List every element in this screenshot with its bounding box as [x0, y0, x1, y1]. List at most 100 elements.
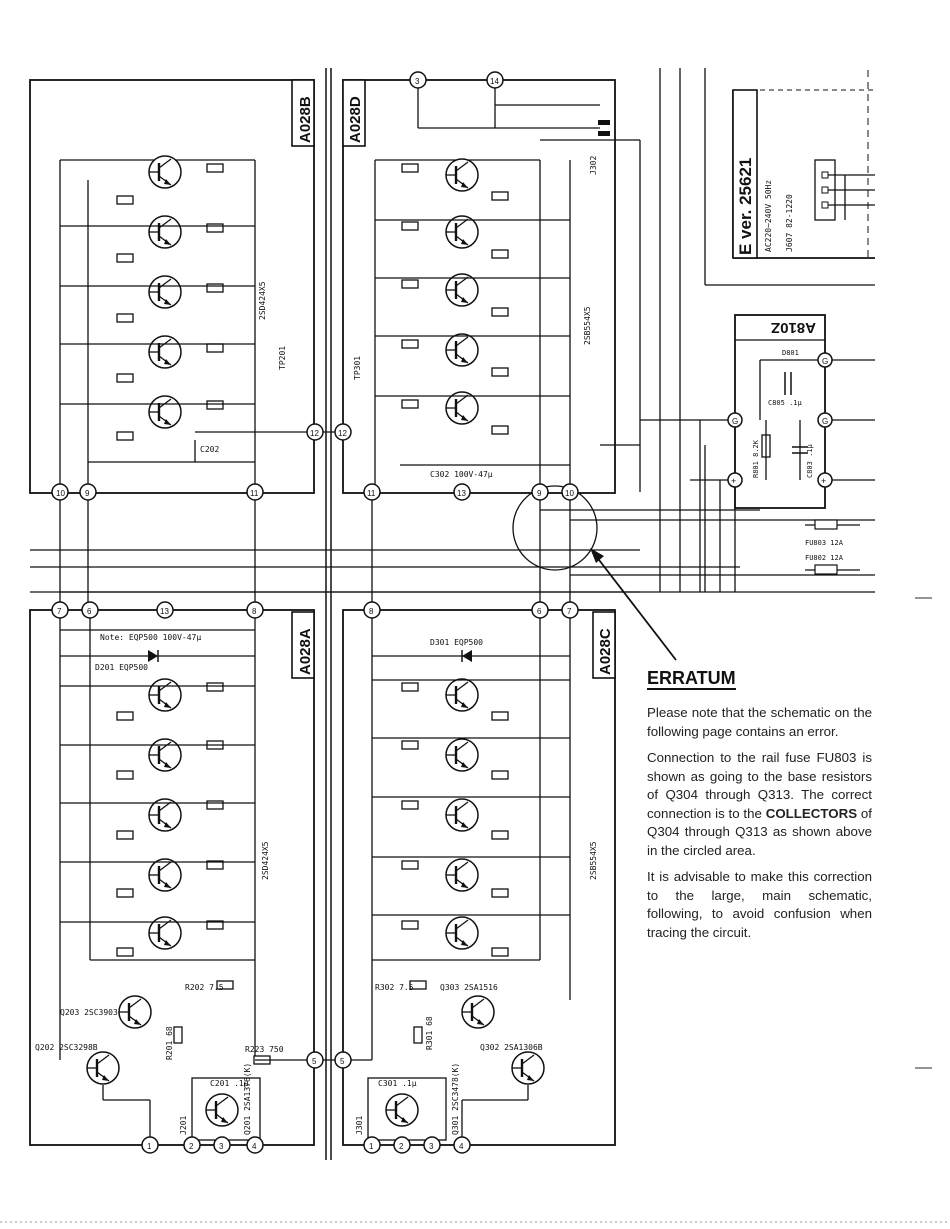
r202-label: R202 7.5: [185, 983, 224, 992]
svg-text:3: 3: [219, 1142, 224, 1151]
node-12b: 12: [334, 423, 352, 441]
node-7b: 7: [561, 601, 579, 619]
node-plus1: +: [727, 472, 743, 488]
node-11b: 11: [363, 483, 381, 501]
svg-text:1: 1: [147, 1142, 152, 1151]
svg-text:11: 11: [250, 489, 259, 498]
tp301-label: TP301: [353, 356, 362, 380]
node-5: 5: [306, 1051, 324, 1069]
svg-text:2: 2: [399, 1142, 404, 1151]
node-8b: 8: [363, 601, 381, 619]
svg-text:8: 8: [252, 607, 257, 616]
svg-text:7: 7: [567, 607, 572, 616]
r302-label: R302 7.5: [375, 983, 414, 992]
svg-text:G: G: [732, 417, 738, 426]
node-10b: 10: [561, 483, 579, 501]
svg-text:12: 12: [310, 429, 319, 438]
erratum-para-3: It is advisable to make this correction …: [647, 869, 872, 940]
svg-text:A028A: A028A: [297, 628, 314, 675]
board-ver-25621: E ver. 25621 AC220~240V 50Hz J607 82-122…: [704, 68, 875, 286]
svg-text:4: 4: [459, 1142, 464, 1151]
svg-text:A028C: A028C: [597, 628, 614, 675]
svg-text:14: 14: [490, 77, 499, 86]
svg-text:5: 5: [312, 1057, 317, 1066]
svg-text:12: 12: [338, 429, 347, 438]
part-label-b: 2SD424X5: [258, 281, 267, 320]
d801-label: D801: [782, 349, 799, 357]
svg-text:G: G: [822, 417, 828, 426]
r301-label: R301 68: [425, 1016, 434, 1050]
j301-label: J301: [355, 1116, 364, 1135]
q202-label: Q202 2SC3298B: [35, 1043, 98, 1052]
board-tag-a028c: A028C: [592, 611, 616, 679]
j302-label: J302: [589, 156, 598, 175]
node-2: 2: [183, 1136, 201, 1154]
note-a: Note: EQP500 100V-47µ: [100, 633, 201, 642]
board-a810z: A810Z D801 C805 .1µ R801 8.2K C803 .1µ F…: [734, 314, 875, 575]
svg-text:3: 3: [415, 77, 420, 86]
part-label-c: 2SB554X5: [589, 841, 598, 880]
node-9: 9: [79, 483, 97, 501]
svg-text:A028D: A028D: [347, 96, 364, 143]
r201-label: R201 68: [165, 1026, 174, 1060]
node-11: 11: [246, 483, 264, 501]
fu803-label: FU803 12A: [805, 539, 844, 547]
svg-text:+: +: [731, 476, 736, 486]
r223-label: R223 750: [245, 1045, 284, 1054]
ver-label: E ver. 25621: [736, 158, 755, 255]
svg-text:9: 9: [85, 489, 90, 498]
node-3: 3: [213, 1136, 231, 1154]
erratum-para-1: Please note that the schematic on the fo…: [647, 705, 872, 739]
node-3-top: 3: [409, 71, 427, 89]
svg-text:9: 9: [537, 489, 542, 498]
board-tag-a028a: A028A: [291, 611, 315, 679]
part-label-d: 2SB554X5: [583, 306, 592, 345]
connector-nodes: 10 9 11 12 12 11 13 9 10 3 14 7 6 13 8 8…: [51, 71, 833, 1154]
node-6b: 6: [531, 601, 549, 619]
node-g1: G: [817, 352, 833, 368]
node-12a: 12: [306, 423, 324, 441]
svg-text:6: 6: [87, 607, 92, 616]
q302-label: Q302 2SA1306B: [480, 1043, 543, 1052]
svg-text:4: 4: [252, 1142, 257, 1151]
c202-label: C202: [200, 445, 219, 454]
svg-text:2: 2: [189, 1142, 194, 1151]
erratum-para-2-a: Connection to the rail fuse FU803 is sho…: [647, 750, 872, 821]
node-5b: 5: [334, 1051, 352, 1069]
node-9b: 9: [531, 483, 549, 501]
erratum-para-2: Connection to the rail fuse FU803 is sho…: [647, 749, 872, 860]
svg-text:10: 10: [565, 489, 574, 498]
svg-text:7: 7: [57, 607, 62, 616]
svg-text:8: 8: [369, 607, 374, 616]
bus-wiring: [30, 68, 875, 1061]
j607-label: J607 82-1220: [785, 194, 794, 252]
svg-text:1: 1: [369, 1142, 374, 1151]
board-a028d: J302 2SB554X5 TP301 C302 100V-47µ: [342, 79, 616, 494]
tp201-label: TP201: [278, 346, 287, 370]
svg-text:5: 5: [340, 1057, 345, 1066]
board-a028c: 2SB554X5 D301 EQP500 Q303 2SA1516 Q302 2…: [342, 609, 616, 1146]
node-g3: G: [727, 412, 743, 428]
svg-text:A028B: A028B: [297, 96, 314, 143]
board-a028b: 2SD424X5 TP201 C202: [29, 79, 315, 494]
part-label-a: 2SD424X5: [261, 841, 270, 880]
board-a028a: 2SD424X5 Note: EQP500 100V-47µ D201 EQP5…: [29, 609, 315, 1146]
svg-text:3: 3: [429, 1142, 434, 1151]
d201-label: D201 EQP500: [95, 663, 148, 672]
node-g2: G: [817, 412, 833, 428]
erratum-para-2-b: of Q304 through Q313 as shown above in t…: [647, 805, 872, 858]
c302-label: C302 100V-47µ: [430, 470, 493, 479]
node-14: 14: [486, 71, 504, 89]
node-7: 7: [51, 601, 69, 619]
node-plus2: +: [817, 472, 833, 488]
erratum-collectors: COLLECTORS: [765, 805, 858, 821]
node-4b: 4: [453, 1136, 471, 1154]
node-4: 4: [246, 1136, 264, 1154]
svg-text:13: 13: [160, 607, 169, 616]
board-tag-a028b: A028B: [291, 79, 315, 147]
board-tag-a028d: A028D: [342, 79, 366, 147]
q203-label: Q203 2SC3903: [60, 1008, 118, 1017]
j201-label: J201: [179, 1116, 188, 1135]
node-8: 8: [246, 601, 264, 619]
